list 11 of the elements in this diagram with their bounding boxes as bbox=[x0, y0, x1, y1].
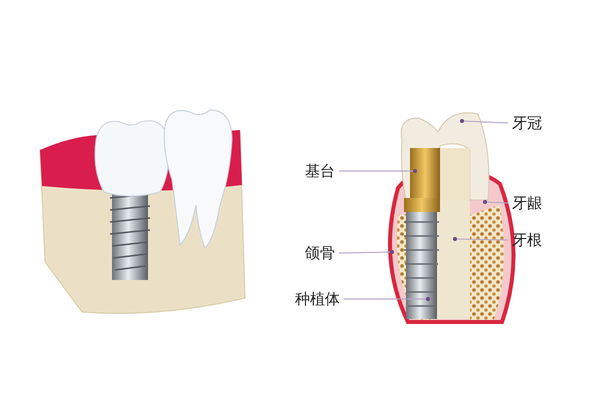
leader-line bbox=[483, 200, 508, 204]
part-label: 牙冠 bbox=[512, 112, 542, 134]
part-label: 种植体 bbox=[295, 288, 340, 310]
leader-line bbox=[338, 250, 394, 254]
leader-line bbox=[344, 297, 430, 301]
part-label: 牙龈 bbox=[512, 192, 542, 214]
part-label: 颌骨 bbox=[305, 242, 335, 264]
leader-line bbox=[453, 237, 508, 241]
leader-line bbox=[460, 119, 508, 124]
leader-line bbox=[338, 169, 417, 173]
part-label: 基台 bbox=[305, 160, 335, 182]
